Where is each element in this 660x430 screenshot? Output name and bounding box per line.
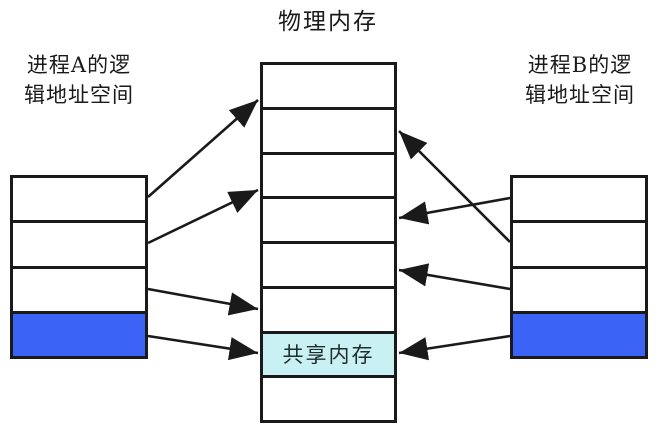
process-a-label-line1: 进程A的逻 <box>26 53 132 77</box>
process-b-cell-3 <box>513 268 645 314</box>
arrow-process-b-cell-2-to-physical-cell-2 <box>398 130 511 243</box>
physical-memory-title: 物理内存 <box>278 9 378 35</box>
arrow-process-a-cell-2-to-physical-cell-3 <box>147 188 259 245</box>
process-b-label-line2: 辑地址空间 <box>525 83 635 107</box>
process-b-stack <box>510 175 648 359</box>
process-b-cell-1 <box>513 178 645 224</box>
shared-memory-label: 共享内存 <box>282 343 375 368</box>
physical-cell-6 <box>263 288 394 334</box>
process-a-label: 进程A的逻 辑地址空间 <box>4 50 154 110</box>
physical-cell-1 <box>263 65 394 110</box>
process-b-label-line1: 进程B的逻 <box>527 53 633 77</box>
process-b-cell-4 <box>513 313 645 356</box>
process-a-cell-2 <box>13 223 145 269</box>
physical-cell-7-shared: 共享内存 <box>263 333 394 379</box>
arrow-process-b-cell-4-to-physical-cell-7-shared <box>398 334 511 361</box>
physical-cell-5 <box>263 244 394 289</box>
physical-cell-2 <box>263 109 394 155</box>
arrow-process-a-cell-4-to-physical-cell-7-shared <box>147 334 259 361</box>
process-b-label: 进程B的逻 辑地址空间 <box>505 50 655 110</box>
physical-cell-3 <box>263 154 394 200</box>
physical-cell-8 <box>263 378 394 420</box>
process-a-cell-1 <box>13 178 145 224</box>
arrow-process-a-cell-3-to-physical-cell-6 <box>147 287 259 316</box>
physical-cell-4 <box>263 199 394 244</box>
arrow-process-b-cell-3-to-physical-cell-5 <box>398 263 511 291</box>
arrow-process-b-cell-1-to-physical-cell-4 <box>398 196 511 225</box>
process-b-cell-2 <box>513 223 645 269</box>
process-a-label-line2: 辑地址空间 <box>24 83 134 107</box>
arrow-process-a-cell-1-to-physical-cell-1 <box>147 99 259 198</box>
process-a-stack <box>10 175 148 359</box>
physical-memory-stack: 共享内存 <box>260 62 397 423</box>
process-a-cell-3 <box>13 268 145 314</box>
process-a-cell-4 <box>13 313 145 356</box>
